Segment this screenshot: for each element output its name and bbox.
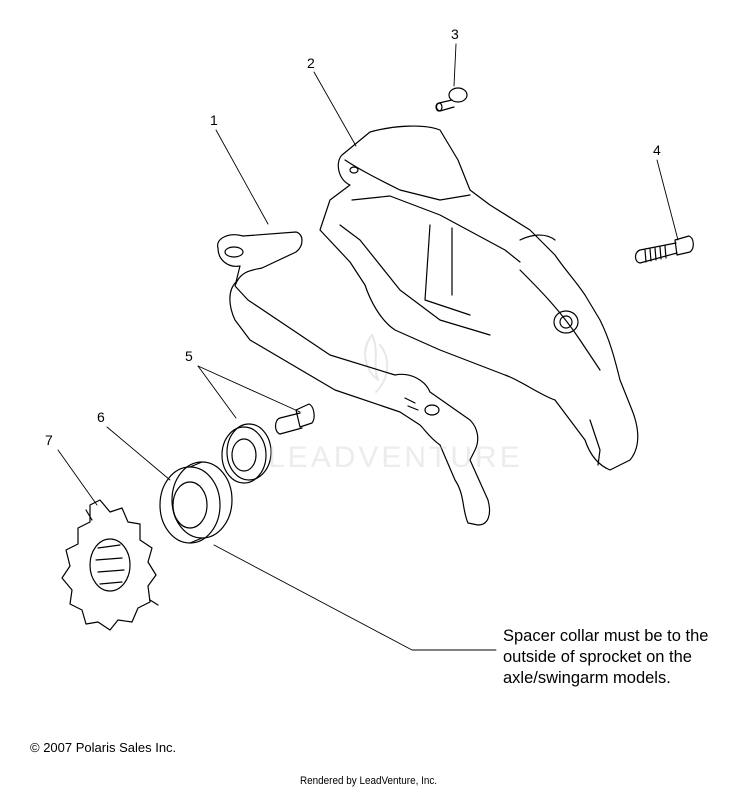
- part-5-bolt-washer: [221, 403, 315, 484]
- assembly-note: Spacer collar must be to the outside of …: [503, 626, 748, 689]
- rendered-by-text: Rendered by LeadVenture, Inc.: [300, 775, 438, 787]
- part-2-cover: [319, 125, 639, 471]
- part-3-bolt: [435, 87, 468, 112]
- callout-6: 6: [97, 409, 105, 425]
- part-7-sprocket: [61, 499, 159, 631]
- callout-3: 3: [451, 26, 459, 42]
- watermark-logo-icon: [364, 334, 389, 393]
- callout-7: 7: [45, 432, 53, 448]
- callout-1: 1: [210, 112, 218, 128]
- part-4-bolt: [634, 235, 694, 264]
- copyright-text: © 2007 Polaris Sales Inc.: [30, 740, 177, 755]
- watermark-text: LEADVENTURE: [268, 441, 523, 474]
- note-line-3: axle/swingarm models.: [503, 669, 671, 687]
- leader-lines: [57, 43, 679, 651]
- callout-2: 2: [307, 55, 315, 71]
- callout-4: 4: [653, 142, 661, 158]
- callout-5: 5: [185, 348, 193, 364]
- part-1-bracket: [217, 231, 491, 526]
- part-6-spacer: [159, 461, 233, 544]
- note-line-2: outside of sprocket on the: [503, 648, 692, 666]
- note-line-1: Spacer collar must be to the: [503, 627, 709, 645]
